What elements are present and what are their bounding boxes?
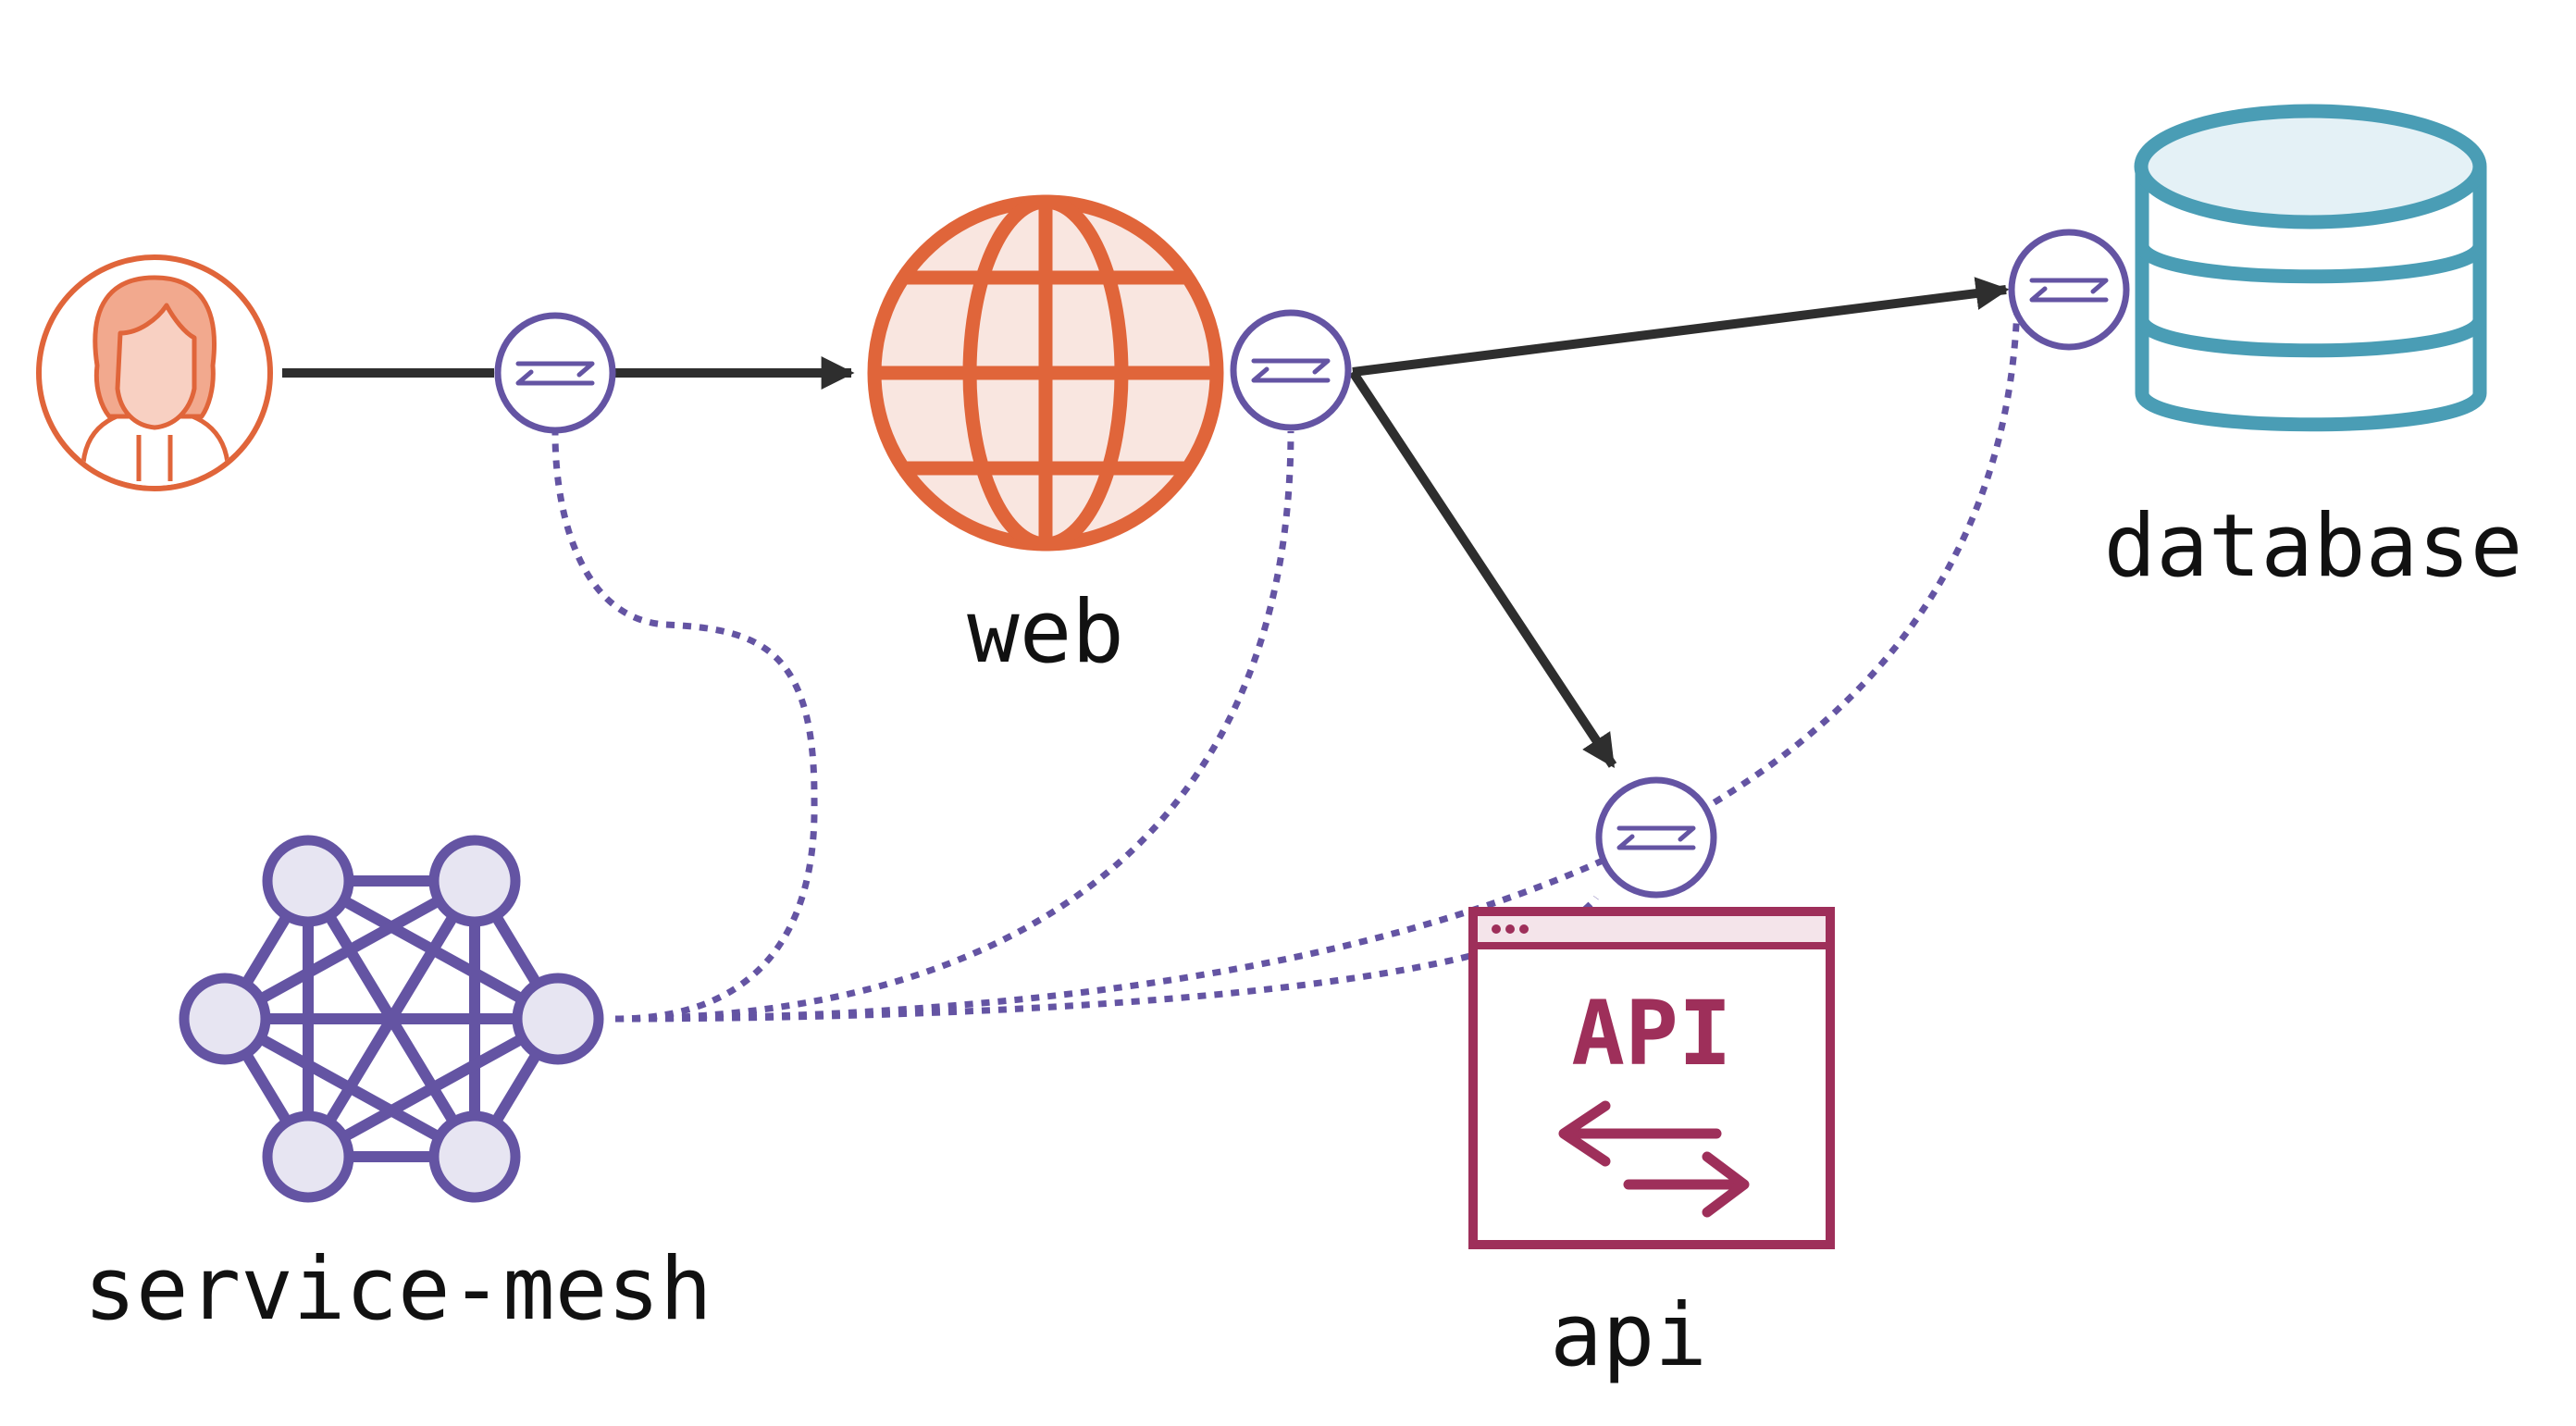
proxy-api bbox=[1595, 776, 1717, 899]
proxy-web bbox=[1230, 309, 1352, 431]
proxy-arrows-icon bbox=[515, 361, 595, 386]
mesh-network-icon bbox=[179, 835, 604, 1203]
proxy-arrows-icon bbox=[1251, 358, 1331, 383]
api-icon-text: API bbox=[1571, 982, 1731, 1085]
database-node: database bbox=[2104, 104, 2523, 597]
mesh-link-user-proxy bbox=[551, 432, 818, 1023]
api-node: API api bbox=[1468, 907, 1835, 1386]
service-mesh-node: service-mesh bbox=[83, 835, 712, 1340]
api-label: api bbox=[1550, 1285, 1707, 1386]
proxy-arrows-icon bbox=[2029, 278, 2109, 303]
proxy-arrows-icon bbox=[1616, 825, 1696, 850]
mesh-link-database-proxy bbox=[614, 304, 2021, 1023]
mesh-link-web-proxy bbox=[614, 430, 1294, 1023]
globe-icon bbox=[867, 194, 1224, 552]
mesh-link-api-proxy bbox=[614, 895, 1599, 1023]
person-icon bbox=[36, 254, 273, 491]
proxy-database bbox=[2008, 229, 2130, 351]
edge-web-to-api bbox=[1348, 369, 1617, 769]
edge-web-to-database bbox=[1352, 277, 2010, 377]
api-window-icon: API bbox=[1468, 907, 1835, 1249]
service-mesh-label: service-mesh bbox=[83, 1239, 712, 1340]
web-node: web bbox=[867, 194, 1224, 683]
traffic-edges bbox=[282, 277, 2010, 769]
user-node bbox=[36, 254, 273, 491]
database-label: database bbox=[2104, 496, 2523, 597]
database-icon bbox=[2134, 104, 2487, 432]
web-label: web bbox=[967, 582, 1124, 683]
proxy-user bbox=[494, 312, 616, 434]
